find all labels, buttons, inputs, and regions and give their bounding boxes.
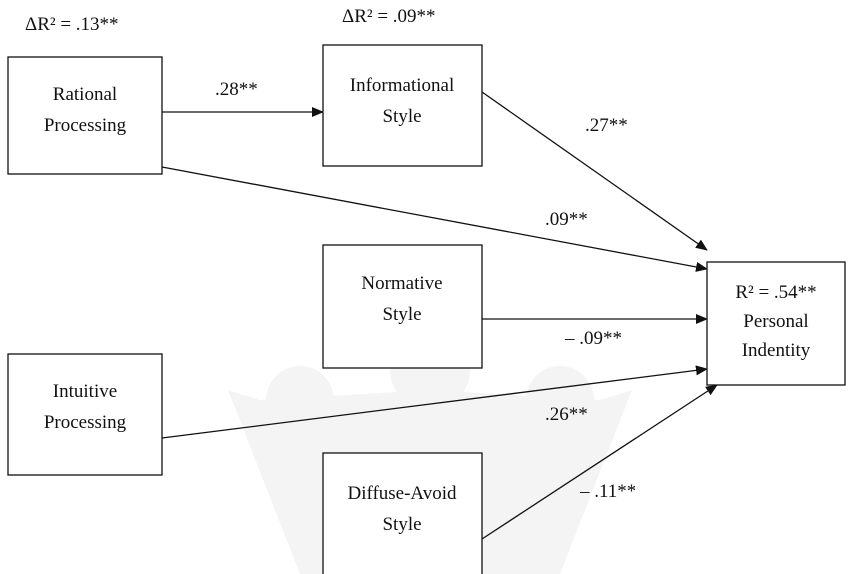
edge-rational-identity xyxy=(161,166,708,272)
node-personal-identity: R² = .54** Personal Indentity xyxy=(706,261,846,386)
informational-delta-r2: ΔR² = .09** xyxy=(342,6,436,27)
node-informational-style: Informational Style xyxy=(322,44,483,167)
node-rational-line-1: Rational xyxy=(53,84,117,105)
coef-normative-identity: – .09** xyxy=(564,328,622,349)
node-normative-style: Normative Style xyxy=(322,244,483,369)
node-intuitive-line-1: Intuitive xyxy=(53,381,117,402)
node-informational-line-2: Style xyxy=(382,106,421,127)
node-informational-line-1: Informational xyxy=(350,75,454,96)
edge-intuitive-identity xyxy=(161,365,708,439)
coef-rational-identity: .09** xyxy=(545,209,588,230)
node-rational-processing: Rational Processing xyxy=(7,56,163,175)
node-diffuse-avoid-style: Diffuse-Avoid Style xyxy=(322,452,483,574)
node-intuitive-processing: Intuitive Processing xyxy=(7,353,163,476)
node-identity-line-1: R² = .54** xyxy=(735,282,816,303)
node-normative-line-1: Normative xyxy=(361,273,442,294)
node-intuitive-line-2: Processing xyxy=(44,412,127,433)
coef-intuitive-identity: .26** xyxy=(545,404,588,425)
node-identity-line-3: Indentity xyxy=(742,340,811,361)
edge-informational-identity xyxy=(481,91,708,251)
coef-rational-informational: .28** xyxy=(215,79,258,100)
node-diffuse-line-1: Diffuse-Avoid xyxy=(347,483,457,504)
node-diffuse-line-2: Style xyxy=(382,514,421,535)
node-identity-line-2: Personal xyxy=(743,311,808,332)
coef-diffuse-identity: – .11** xyxy=(579,481,636,502)
edge-diffuse-identity xyxy=(481,384,718,540)
node-normative-line-2: Style xyxy=(382,304,421,325)
rational-delta-r2: ΔR² = .13** xyxy=(25,14,119,35)
node-rational-line-2: Processing xyxy=(44,115,127,136)
coef-informational-identity: .27** xyxy=(585,115,628,136)
